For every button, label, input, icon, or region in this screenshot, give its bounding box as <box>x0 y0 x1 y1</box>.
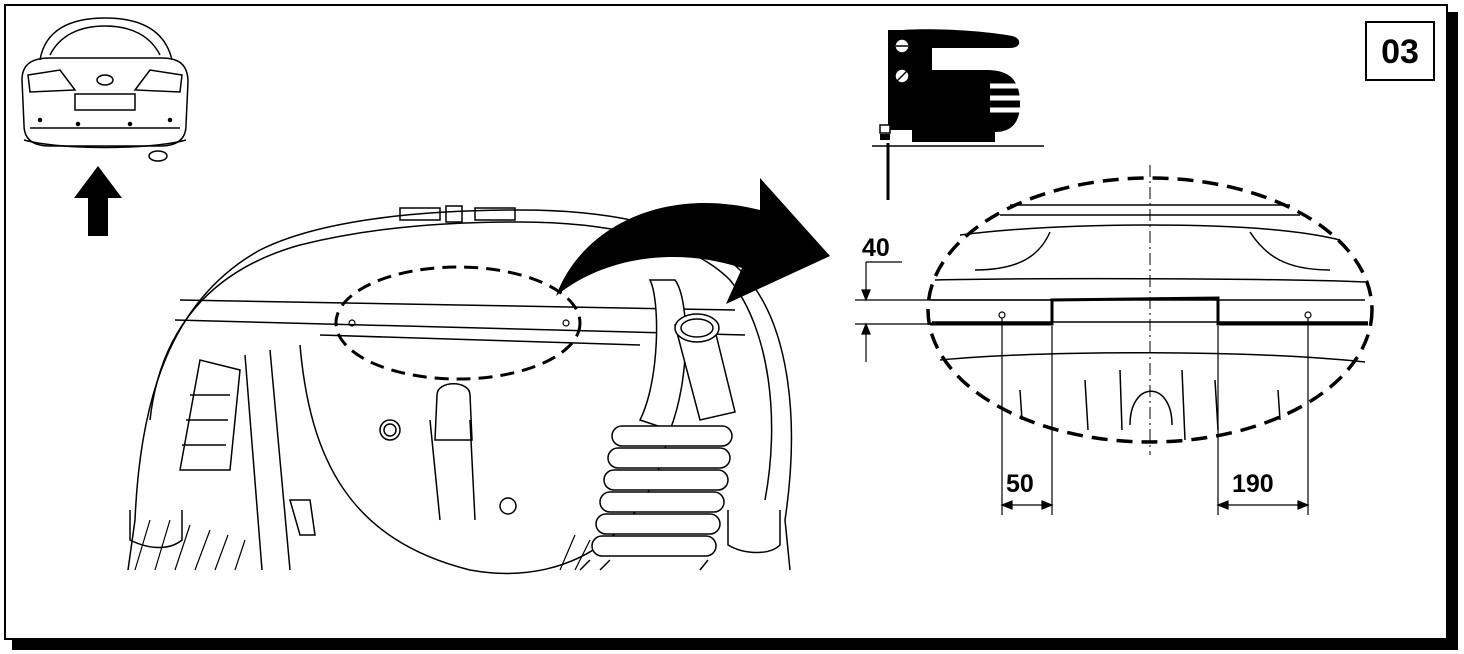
cut-area-highlight <box>334 265 582 381</box>
mounting-hole-left <box>348 319 356 327</box>
dimension-right-offset <box>1216 318 1310 515</box>
mounting-hole-right <box>562 319 570 327</box>
car-rear-thumbnail <box>21 17 189 162</box>
exhaust-pipe <box>638 279 736 431</box>
bumper-underside-view <box>127 205 793 575</box>
dimension-left-offset <box>1000 318 1054 515</box>
step-number-box: 03 <box>1365 21 1435 81</box>
jigsaw-icon <box>872 29 1044 200</box>
zoomed-detail <box>930 165 1368 455</box>
dimension-left-offset-label: 50 <box>1006 470 1034 498</box>
up-arrow-icon <box>74 166 122 236</box>
dimension-height-label: 40 <box>862 234 890 262</box>
dimension-height <box>855 261 1052 362</box>
wheel-hatching <box>134 519 591 571</box>
curved-arrow-icon <box>556 178 830 304</box>
dimension-right-offset-label: 190 <box>1232 470 1274 498</box>
detail-highlight <box>926 176 1374 444</box>
cut-line <box>930 296 1368 326</box>
step-number: 03 <box>1381 33 1419 71</box>
rear-spring <box>579 425 733 571</box>
